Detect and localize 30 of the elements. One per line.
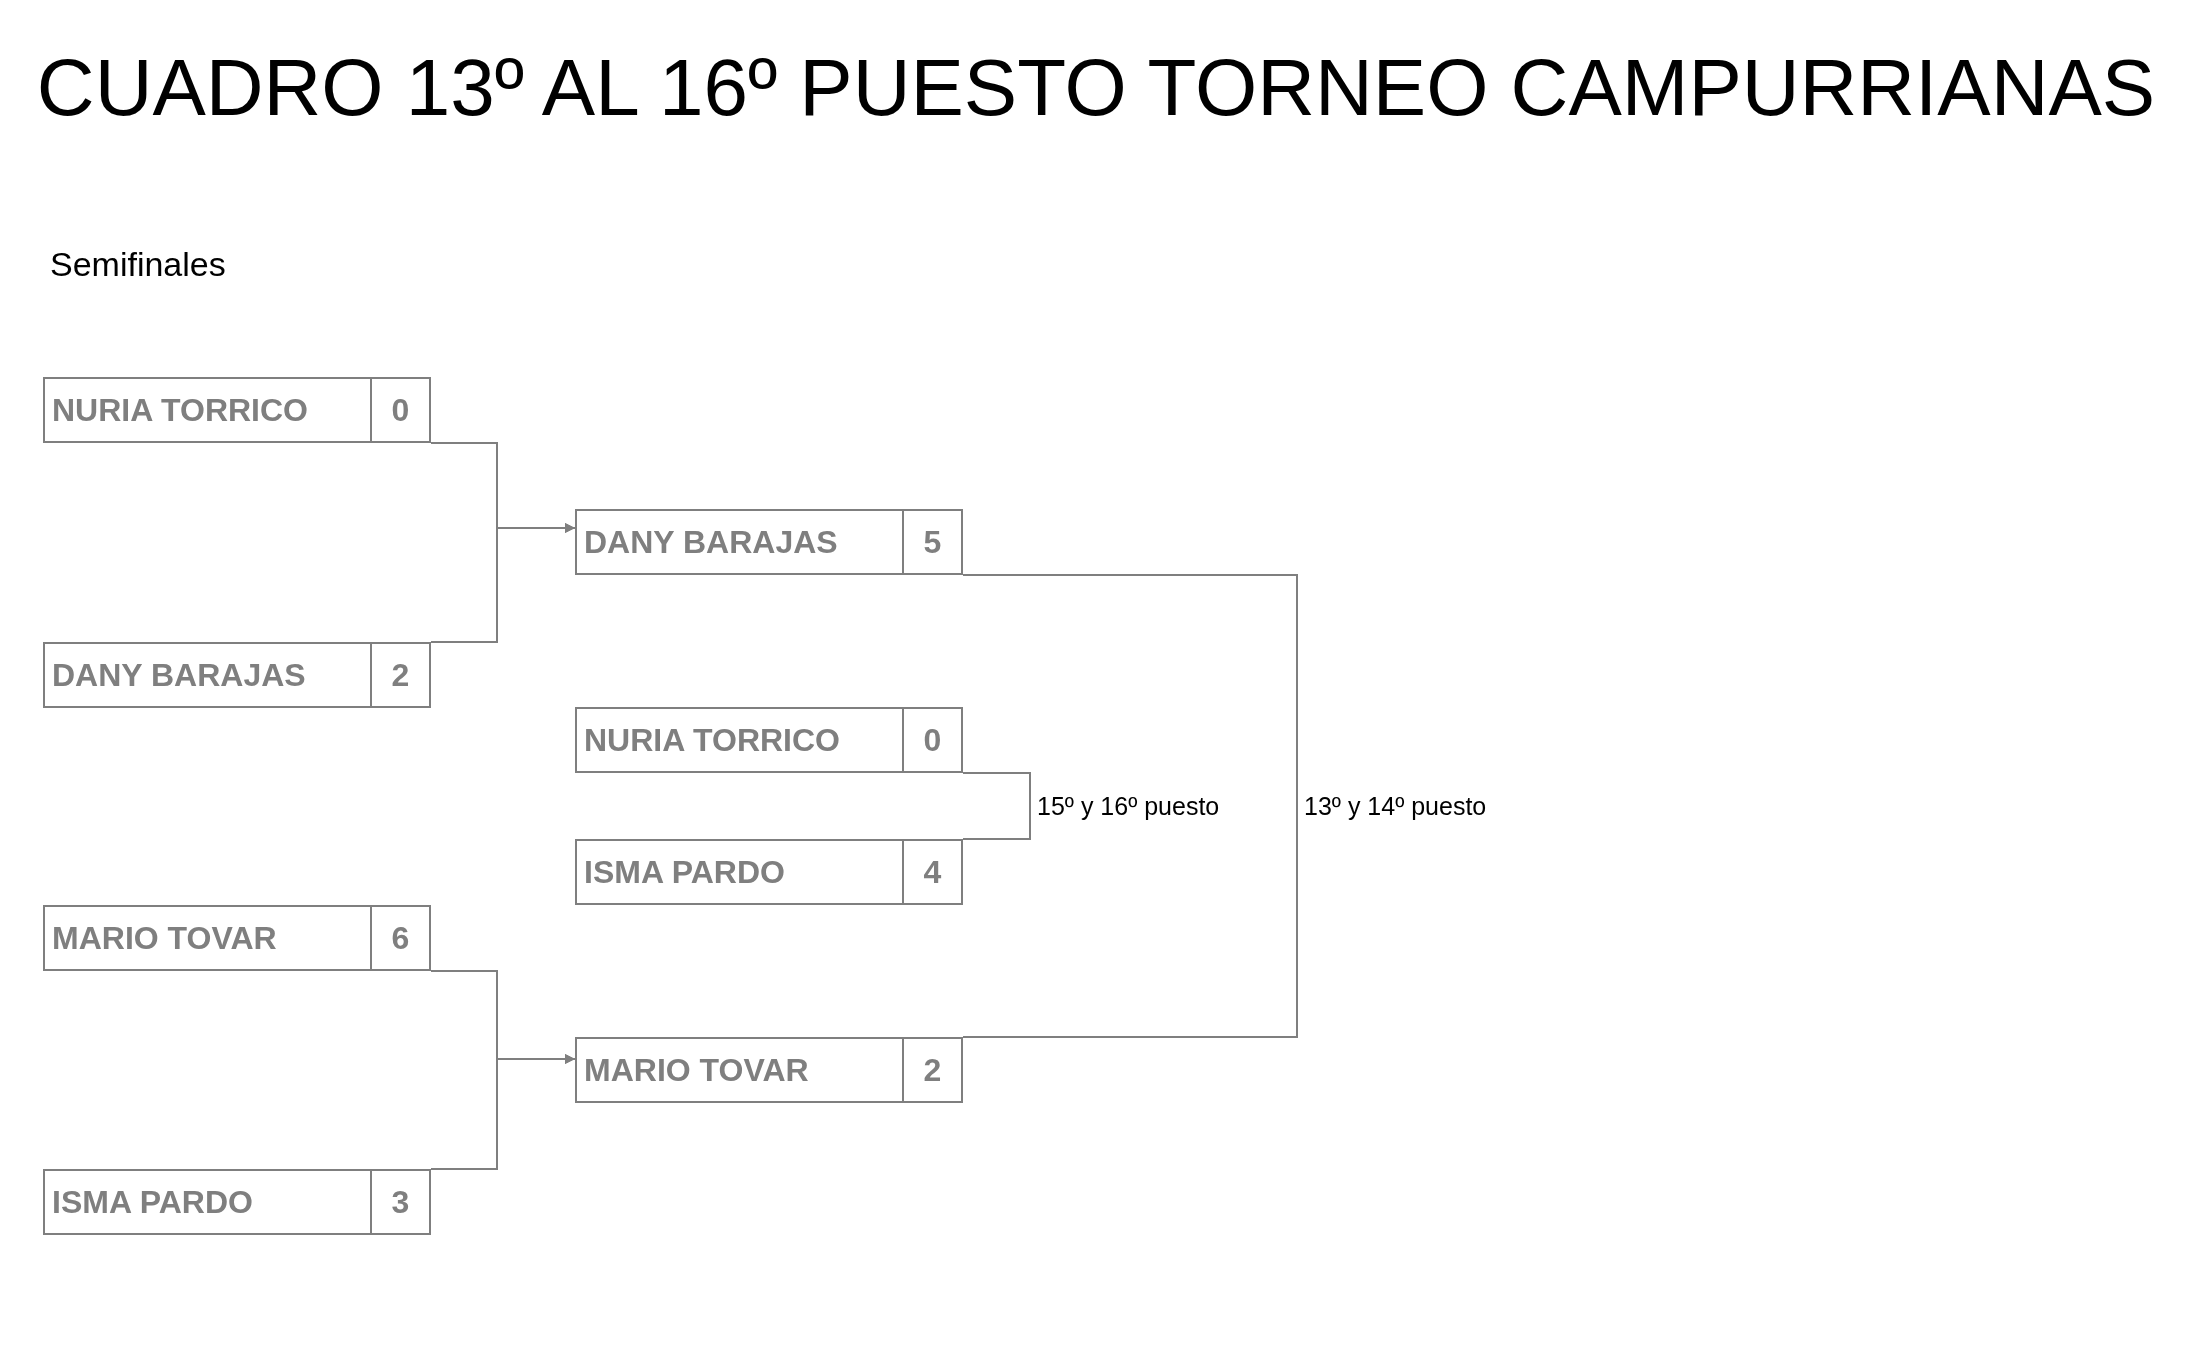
player-name: NURIA TORRICO (584, 721, 840, 759)
bracket-line (962, 772, 1031, 840)
match-box (575, 1037, 963, 1103)
round-label: Semifinales (50, 244, 226, 285)
match-box (575, 509, 963, 575)
score: 0 (391, 391, 410, 429)
player-name: ISMA PARDO (52, 1183, 253, 1221)
player-name: DANY BARAJAS (52, 656, 306, 694)
match-box (43, 642, 431, 708)
score: 4 (923, 853, 942, 891)
score: 3 (391, 1183, 410, 1221)
player-name: DANY BARAJAS (584, 523, 838, 561)
player-name: MARIO TOVAR (52, 919, 277, 957)
match-box (575, 839, 963, 905)
match-box (43, 905, 431, 971)
match-box (575, 707, 963, 773)
match-box (43, 1169, 431, 1235)
arrow (430, 523, 576, 643)
player-name: NURIA TORRICO (52, 391, 308, 429)
score: 2 (391, 656, 410, 694)
title: CUADRO 13º AL 16º PUESTO TORNEO CAMPURRIANAS (36, 44, 2156, 132)
score: 5 (923, 523, 942, 561)
bracket-line (962, 574, 1298, 1038)
score: 0 (923, 721, 942, 759)
arrow (430, 1054, 576, 1170)
player-name: ISMA PARDO (584, 853, 785, 891)
player-name: MARIO TOVAR (584, 1051, 809, 1089)
score: 6 (391, 919, 410, 957)
score: 2 (923, 1051, 942, 1089)
match-box (43, 377, 431, 443)
